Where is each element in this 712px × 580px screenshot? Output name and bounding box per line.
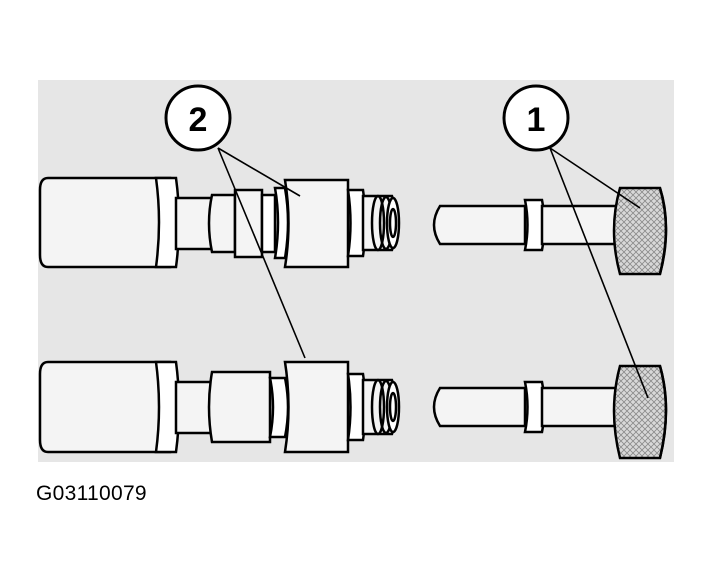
callout-1: 1 xyxy=(502,84,570,152)
connector-assembly-lower xyxy=(38,360,401,454)
callout-2: 2 xyxy=(164,84,232,152)
callout-1-label: 1 xyxy=(527,101,546,139)
callout-2-label: 2 xyxy=(189,101,208,139)
figure-caption: G03110079 xyxy=(36,482,147,505)
connector-assembly-upper xyxy=(38,176,401,269)
pin-tool-lower xyxy=(432,364,668,460)
pin-tool-upper xyxy=(432,186,668,276)
leader-lines xyxy=(217,147,649,399)
